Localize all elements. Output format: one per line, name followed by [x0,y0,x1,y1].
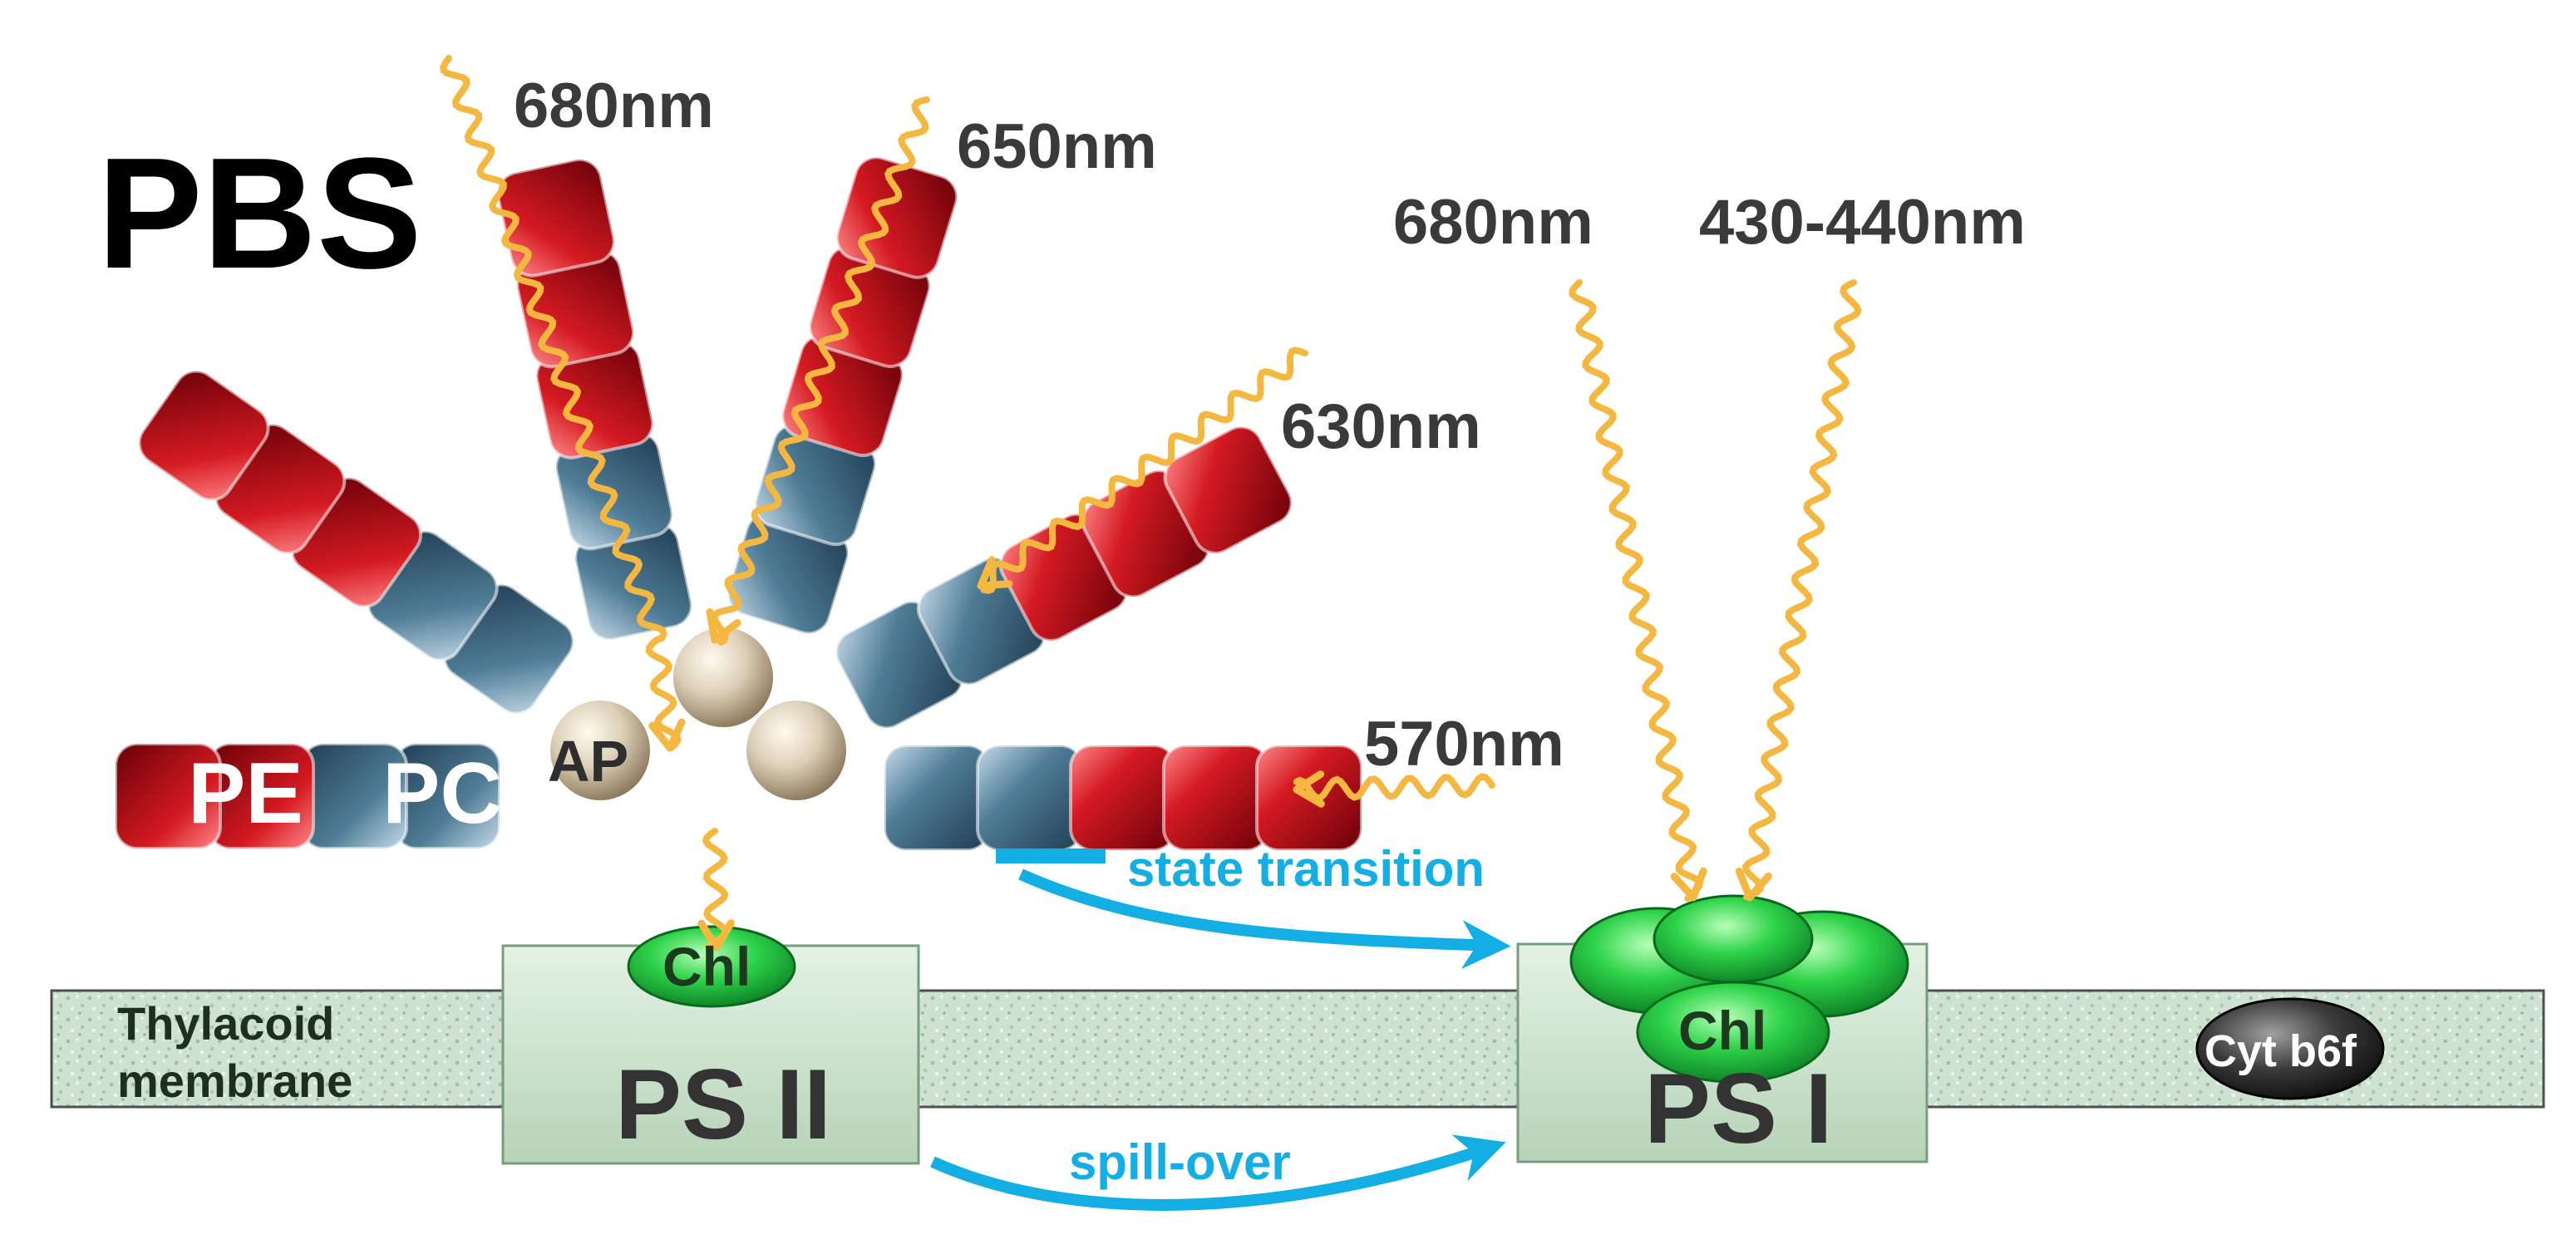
light-wave-680-pbs-head [648,718,686,752]
pe-label: PE [188,745,303,842]
wavelength-650: 650nm [957,111,1157,182]
rod-horizontal-right-block [976,744,1084,852]
wavelength-680-rod: 680nm [514,71,714,141]
light-wave-680-pbs [440,55,682,751]
membrane-label-line2: membrane [117,1055,352,1107]
ps1-chl-label: Chl [1678,1000,1766,1061]
wavelength-680-psi: 680nm [1393,187,1593,258]
spill-over-label: spill-over [1069,1134,1291,1190]
ps2-chl-blob [627,925,796,1008]
light-wave-630 [980,347,1308,594]
rod-right-upper-block [1163,425,1293,555]
pbs-title: PBS [97,125,422,302]
rod-horizontal-left-block [114,742,222,850]
light-wave-680-psi-head [1670,867,1707,902]
ps1-chl-blob [1636,981,1830,1084]
light-wave-650-head [706,608,741,644]
light-wave-650 [711,96,930,646]
light-wave-570 [1293,773,1495,802]
pc-label: PC [382,745,502,842]
wavelength-430-440: 430-440nm [1699,187,2026,258]
wavelength-570: 570nm [1364,709,1564,779]
rod-top-left-block [495,157,616,278]
membrane-label-line1: Thylacoid [117,997,334,1050]
light-waves [440,55,1862,952]
ap-label: AP [548,729,628,794]
ps1-complex [1516,894,1928,1163]
wavelength-630: 630nm [1281,391,1481,462]
light-wave-to-ps2-head [697,919,735,952]
rod-horizontal-right-block [883,744,991,852]
thylakoid-membrane [50,989,2545,1109]
light-wave-680-psi [1569,279,1704,902]
rod-upper-left-block [137,369,270,502]
ap-core-sphere-right [746,701,846,800]
cyt-b6f-ellipse [2195,997,2385,1100]
ps2-label: PS II [615,1049,831,1160]
ps1-chl-lobe-top [1652,894,1814,984]
ps2-chl-label: Chl [662,936,751,997]
ps1-label: PS I [1644,1053,1833,1164]
light-wave-630-head [977,556,1013,590]
cyt-b6f-label: Cyt b6f [2204,1026,2357,1076]
ap-core-sphere-left [550,701,650,800]
light-wave-570-head [1293,770,1325,808]
ap-core-sphere-top [673,627,773,727]
ps2-complex [501,925,920,1165]
rod-horizontal-right-block [1162,744,1270,852]
rod-horizontal-right-block [1069,744,1177,852]
light-wave-430-440 [1742,279,1862,901]
spill-over-arrow [930,1134,1506,1211]
state-transition-arrow [1018,868,1511,970]
state-transition-label: state transition [1127,841,1485,897]
light-wave-430-440-head [1735,868,1772,902]
light-wave-to-ps2 [702,828,729,952]
